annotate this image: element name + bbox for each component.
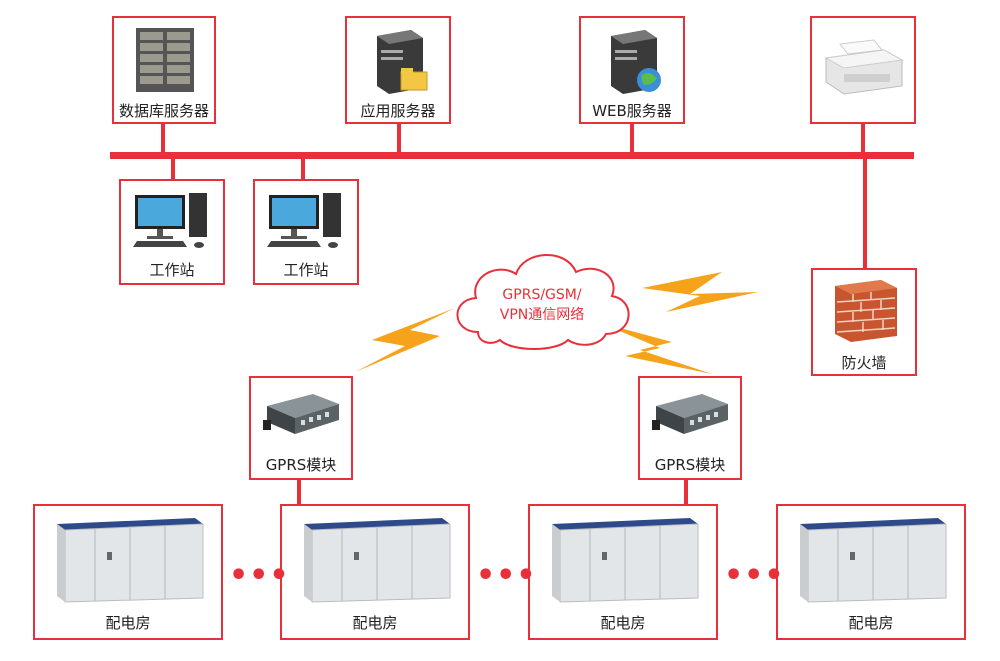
cloud-label: GPRS/GSM/ VPN通信网络 xyxy=(472,285,612,325)
wireless-bolt-firewall xyxy=(642,272,758,312)
printer-link xyxy=(861,122,865,154)
substation-node-1: 配电房 xyxy=(33,504,223,640)
substation-cabinet-icon xyxy=(800,518,947,603)
ellipsis-dots-3: ••• xyxy=(724,558,785,593)
gprs-module-node-1: GPRS模块 xyxy=(249,376,353,480)
substation-node-2: 配电房 xyxy=(280,504,470,640)
substation-node-4: 配电房 xyxy=(776,504,966,640)
cloud-label-line2: VPN通信网络 xyxy=(499,307,585,323)
gprs-module-node-2: GPRS模块 xyxy=(638,376,742,480)
db-server-label: 数据库服务器 xyxy=(118,102,209,120)
network-bus-line xyxy=(110,152,914,159)
workstation-label-1: 工作站 xyxy=(149,261,195,279)
db-server-node: 数据库服务器 xyxy=(112,16,216,124)
desktop-computer-icon xyxy=(267,193,341,248)
printer-icon xyxy=(824,39,904,95)
workstation-label-2: 工作站 xyxy=(283,261,329,279)
substation-node-3: 配电房 xyxy=(528,504,718,640)
desktop-computer-icon xyxy=(133,193,207,248)
cloud-label-line1: GPRS/GSM/ xyxy=(502,287,582,303)
app-server-node: 应用服务器 xyxy=(345,16,451,124)
gprs-module-label-2: GPRS模块 xyxy=(654,456,726,474)
web-server-link xyxy=(630,122,634,154)
substation-label-2: 配电房 xyxy=(352,614,398,632)
gprs-2-link xyxy=(684,479,688,505)
workstation-2-link xyxy=(301,157,305,181)
app-server-label: 应用服务器 xyxy=(360,102,436,120)
wireless-bolt-left xyxy=(355,308,455,372)
substation-cabinet-icon xyxy=(552,518,699,603)
substation-label-4: 配电房 xyxy=(848,614,894,632)
substation-cabinet-icon xyxy=(304,518,451,603)
substation-label-3: 配电房 xyxy=(600,614,646,632)
ellipsis-dots-1: ••• xyxy=(229,558,290,593)
app-server-link xyxy=(397,122,401,154)
workstation-1-link xyxy=(171,157,175,181)
workstation-node-1: 工作站 xyxy=(119,179,225,285)
firewall-node: 防火墙 xyxy=(811,268,917,376)
firewall-label: 防火墙 xyxy=(841,354,887,372)
network-cloud-shape xyxy=(456,254,630,350)
web-server-label: WEB服务器 xyxy=(592,102,672,120)
brick-wall-icon xyxy=(835,280,897,342)
substation-cabinet-icon xyxy=(57,518,204,603)
gprs-modem-icon xyxy=(652,394,728,434)
gprs-modem-icon xyxy=(263,394,339,434)
workstation-node-2: 工作站 xyxy=(253,179,359,285)
printer-node xyxy=(810,16,916,124)
web-server-icon xyxy=(611,30,661,94)
app-server-icon xyxy=(377,30,428,94)
web-server-node: WEB服务器 xyxy=(579,16,685,124)
wireless-bolt-right xyxy=(598,322,712,374)
gprs-module-label-1: GPRS模块 xyxy=(265,456,337,474)
firewall-link xyxy=(863,157,867,270)
gprs-1-link xyxy=(297,479,301,505)
db-server-link xyxy=(161,122,165,154)
ellipsis-dots-2: ••• xyxy=(476,558,537,593)
rack-server-icon xyxy=(136,28,194,92)
substation-label-1: 配电房 xyxy=(105,614,151,632)
